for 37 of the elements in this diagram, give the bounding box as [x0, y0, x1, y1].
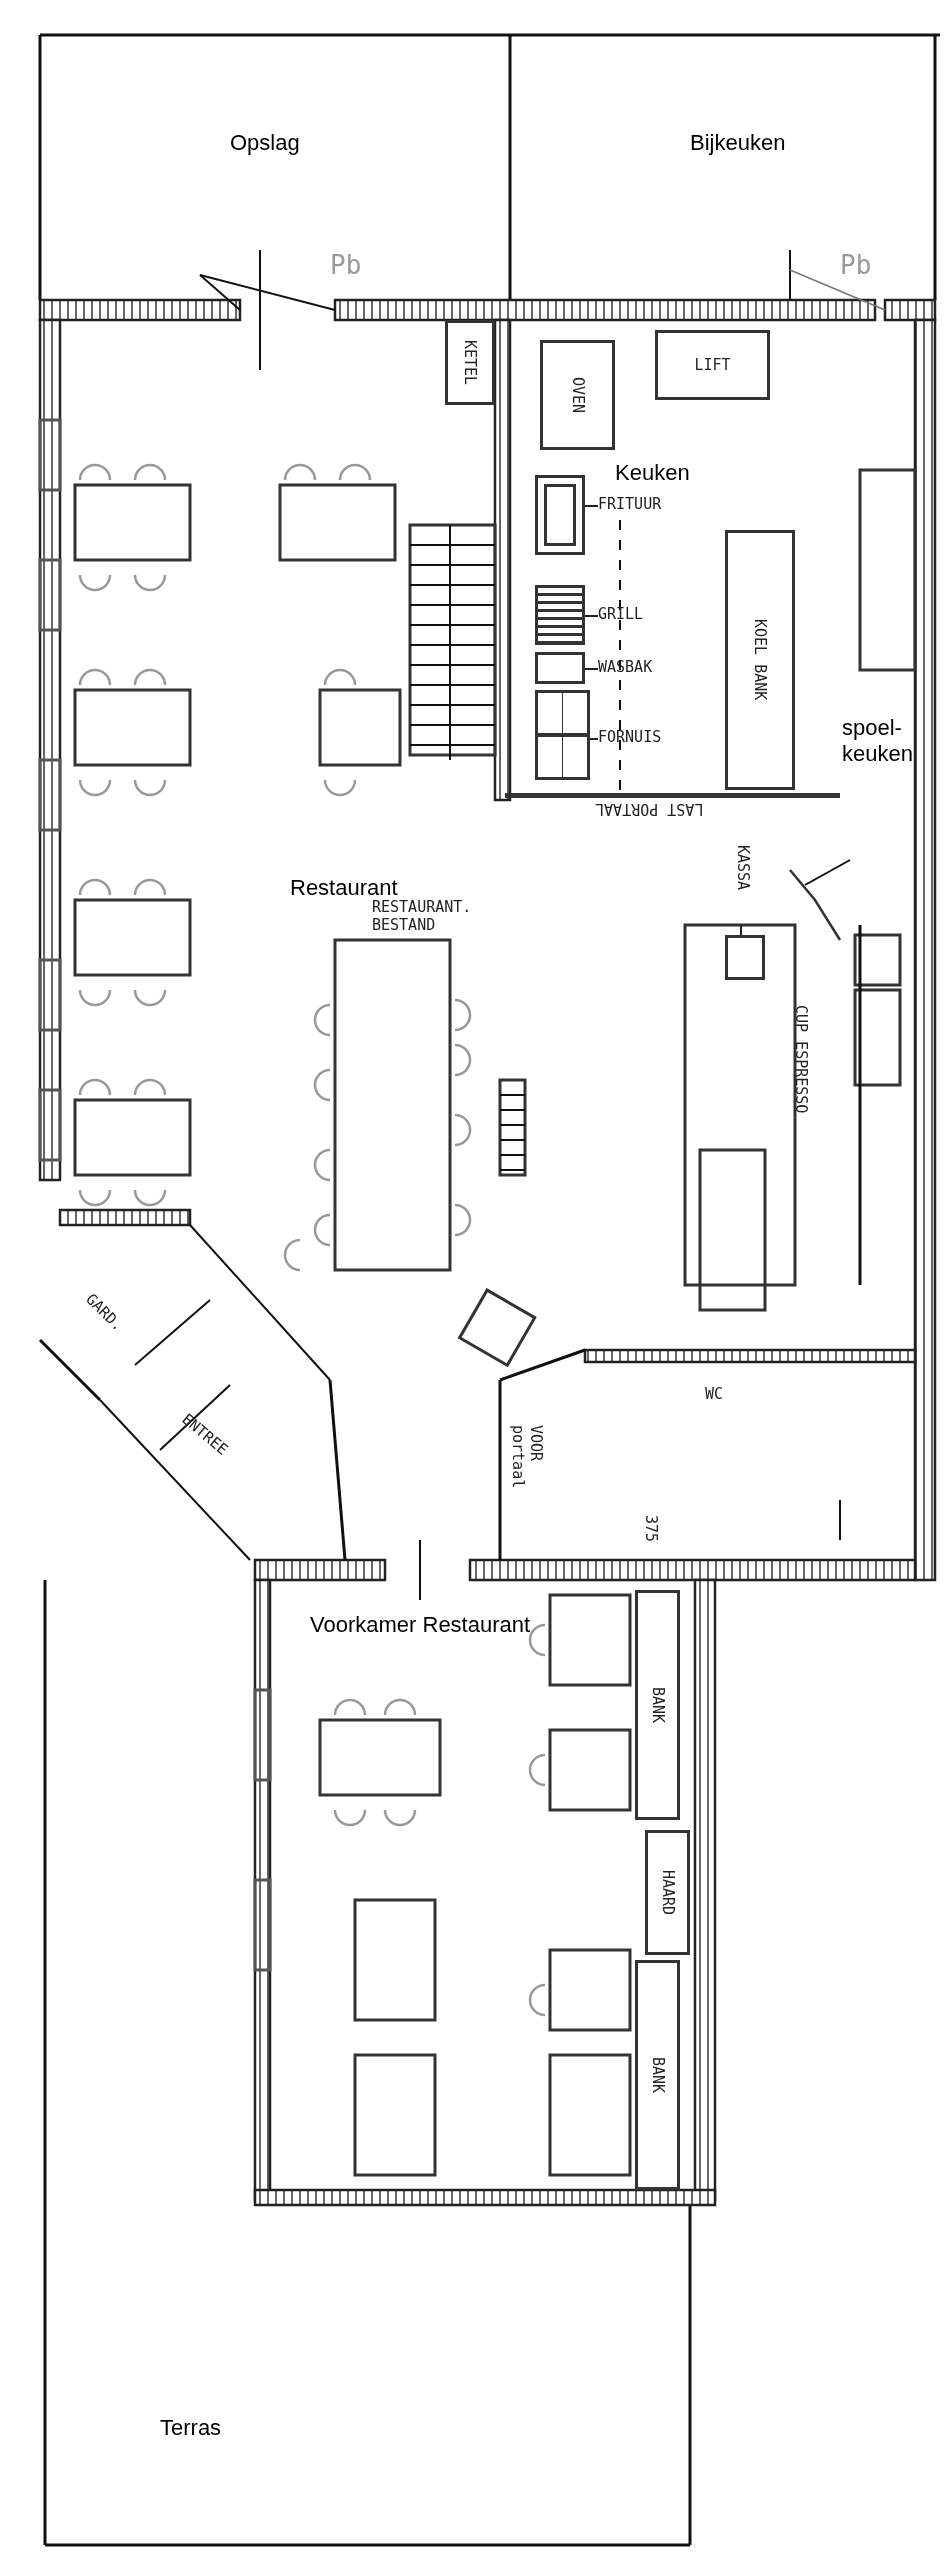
- room-note: RESTAURANT. BESTAND: [372, 898, 473, 934]
- room-label: Keuken: [615, 460, 690, 486]
- leader-line: [589, 738, 599, 740]
- room-label: spoel-keuken: [842, 715, 914, 767]
- stove-box: [535, 690, 590, 780]
- boiler-box: KETEL: [445, 320, 495, 405]
- code-mark: Pb: [840, 250, 872, 280]
- fireplace-box: HAARD: [645, 1830, 690, 1955]
- grill-box: [535, 585, 585, 645]
- room-label: Terras: [160, 2415, 222, 2441]
- room-note: LAST PORTAAL: [595, 800, 704, 818]
- till-box: [725, 935, 765, 980]
- leader-line: [584, 615, 599, 617]
- room-note: CUP ESPRESSO: [792, 1005, 810, 1114]
- appliance-label: KASSA: [730, 845, 752, 925]
- room-label: Voorkamer Restaurant: [310, 1612, 531, 1638]
- appliance-label: WASBAK: [598, 658, 678, 680]
- cooling-counter: KOEL BANK: [725, 530, 795, 790]
- appliance-label: FORNUIS: [598, 728, 688, 750]
- room-note: WC: [705, 1385, 724, 1403]
- bench-box: BANK: [635, 1590, 680, 1820]
- room-note: VOOR portaal: [509, 1425, 545, 1491]
- dimension-text: 375: [642, 1515, 660, 1543]
- fryer-box: [535, 475, 585, 555]
- code-mark: Pb: [330, 250, 362, 280]
- appliance-label: FRITUUR: [598, 495, 688, 517]
- appliance-label: GRILL: [598, 605, 668, 627]
- bench-box: BANK: [635, 1960, 680, 2190]
- leader-line: [584, 668, 599, 670]
- room-label: Opslag: [230, 130, 300, 156]
- sink-box: [535, 652, 585, 684]
- room-label: Restaurant: [290, 875, 398, 900]
- oven-box: OVEN: [540, 340, 615, 450]
- leader-line: [740, 924, 742, 936]
- lift-box: LIFT: [655, 330, 770, 400]
- leader-line: [584, 505, 599, 507]
- room-label: Bijkeuken: [690, 130, 786, 156]
